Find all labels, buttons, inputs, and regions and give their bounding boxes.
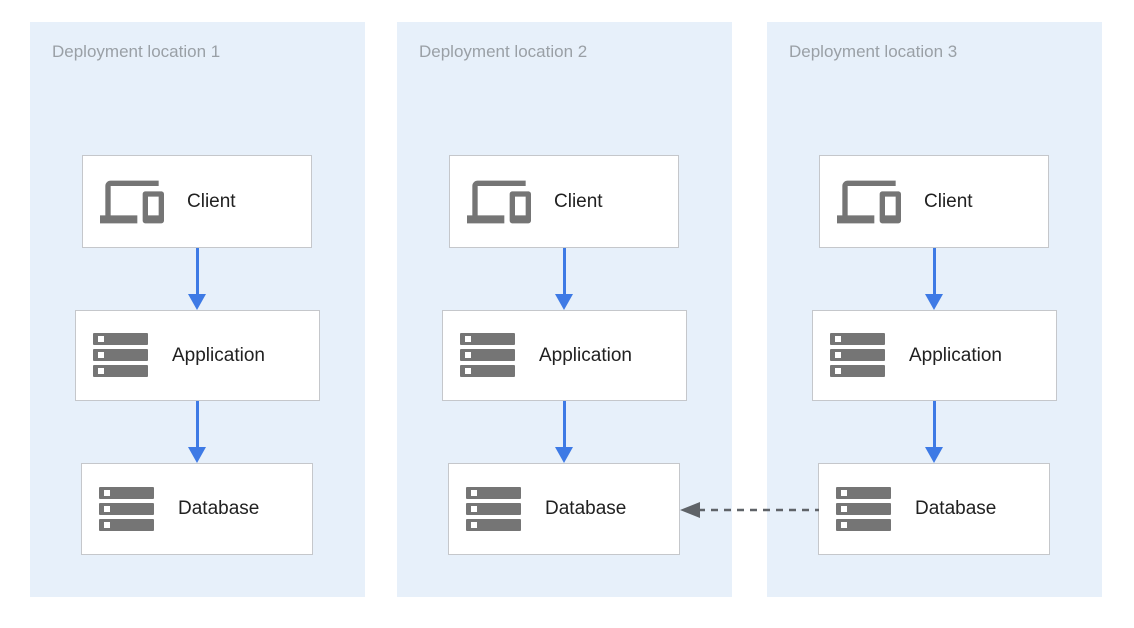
application-to-database-arrow — [933, 401, 936, 448]
application-to-database-arrow — [563, 401, 566, 448]
client-to-application-arrow — [563, 248, 566, 295]
node-label: Application — [172, 344, 265, 366]
panel-title: Deployment location 2 — [419, 42, 588, 61]
database-replication-dashed-arrow — [678, 500, 820, 520]
server-stack-icon — [836, 486, 892, 532]
deployment-location-3-panel: Deployment location 3 Client — [767, 22, 1102, 597]
arrow-down-icon — [188, 447, 206, 463]
server-stack-icon — [460, 333, 516, 378]
client-node: Client — [449, 155, 679, 248]
arrow-down-icon — [925, 294, 943, 310]
arrow-down-icon — [555, 447, 573, 463]
node-label: Database — [545, 498, 627, 519]
node-label: Application — [909, 344, 1002, 366]
node-label: Client — [924, 190, 973, 212]
arrow-down-icon — [555, 294, 573, 310]
arrow-down-icon — [188, 294, 206, 310]
node-label: Database — [178, 498, 260, 519]
node-label: Application — [539, 344, 632, 366]
client-node: Client — [819, 155, 1049, 248]
node-label: Client — [554, 190, 603, 212]
devices-icon — [467, 170, 531, 234]
server-stack-icon — [830, 333, 886, 378]
application-node: Application — [442, 310, 687, 401]
node-label: Client — [187, 190, 236, 212]
panel-title: Deployment location 1 — [52, 42, 221, 61]
arrow-left-icon — [680, 502, 700, 518]
database-node: Database — [448, 463, 680, 555]
application-to-database-arrow — [196, 401, 199, 448]
deployment-location-2-panel: Deployment location 2 Client — [397, 22, 732, 597]
node-label: Database — [915, 498, 997, 519]
client-to-application-arrow — [933, 248, 936, 295]
client-node: Client — [82, 155, 312, 248]
arrow-down-icon — [925, 447, 943, 463]
client-to-application-arrow — [196, 248, 199, 295]
application-node: Application — [812, 310, 1057, 401]
server-stack-icon — [93, 333, 149, 378]
database-node: Database — [818, 463, 1050, 555]
panel-title: Deployment location 3 — [789, 42, 958, 61]
application-node: Application — [75, 310, 320, 401]
devices-icon — [837, 170, 901, 234]
devices-icon — [100, 170, 164, 234]
deployment-location-1-panel: Deployment location 1 Client — [30, 22, 365, 597]
database-node: Database — [81, 463, 313, 555]
server-stack-icon — [466, 486, 522, 532]
server-stack-icon — [99, 486, 155, 532]
